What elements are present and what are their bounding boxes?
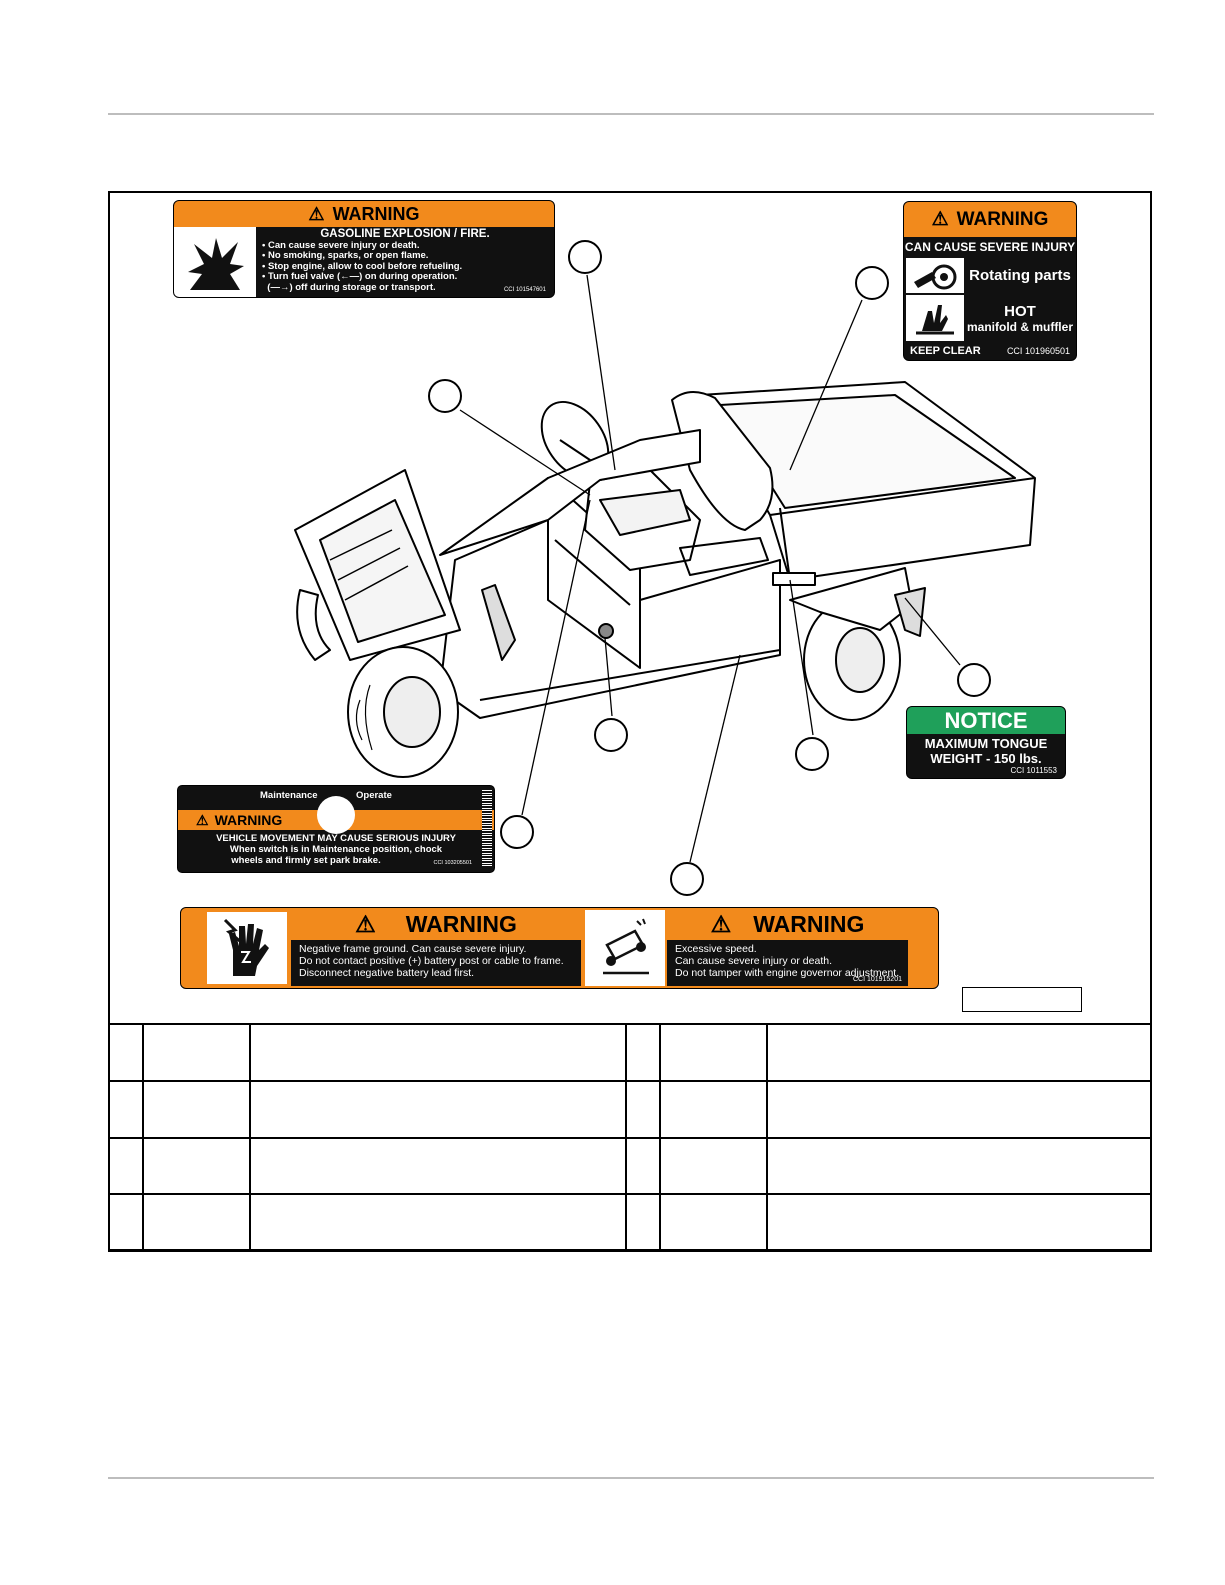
table-cell <box>659 1136 768 1196</box>
callout-circle <box>855 266 889 300</box>
figure-number-box <box>962 987 1082 1012</box>
decal-code: CCI 103205501 <box>433 860 472 866</box>
electric-shock-hand-icon <box>207 912 287 984</box>
rotating-parts-icon <box>906 258 964 293</box>
table-cell <box>249 1079 627 1139</box>
warning-triangle-icon: ⚠ <box>931 209 949 230</box>
header-rule <box>108 113 1154 115</box>
fuel-warning-line: (—→) off during storage or transport. <box>262 281 436 293</box>
tongue-weight-notice-decal: NOTICE MAXIMUM TONGUE WEIGHT - 150 lbs. … <box>906 706 1066 779</box>
callout-circle <box>795 737 829 771</box>
fuel-warning-line: • No smoking, sparks, or open flame. <box>262 250 429 261</box>
maintenance-warning-line: wheels and firmly set park brake. <box>231 855 381 866</box>
fuel-warning-line: • Turn fuel valve (←—) on during operati… <box>262 271 458 282</box>
table-cell <box>142 1136 251 1196</box>
barcode-icon <box>482 790 492 868</box>
decal-code: CCI 1011553 <box>1010 766 1057 775</box>
notice-line: MAXIMUM TONGUE <box>924 736 1048 751</box>
table-cell <box>108 1193 144 1252</box>
warning-header-text: WARNING <box>753 910 865 937</box>
decal-subheader: CAN CAUSE SEVERE INJURY <box>904 240 1076 254</box>
keep-clear-text: KEEP CLEAR <box>910 345 981 357</box>
table-cell <box>659 1079 768 1139</box>
table-cell <box>659 1193 768 1252</box>
warning-header: ⚠ WARNING <box>174 201 554 227</box>
manifold-muffler-text: manifold & muffler <box>966 319 1073 334</box>
table-row <box>108 1193 1152 1252</box>
maintenance-warning-line: When switch is in Maintenance position, … <box>229 844 443 855</box>
table-cell <box>108 1023 144 1082</box>
warning-header: ⚠ WARNING <box>904 202 1076 237</box>
table-cell <box>142 1079 251 1139</box>
warning-header-text: WARNING <box>405 910 517 937</box>
warning-triangle-icon: ⚠ <box>196 811 209 828</box>
table-row <box>108 1023 1152 1082</box>
speed-warning-line: Do not tamper with engine governor adjus… <box>675 967 900 979</box>
fuel-warning-line: • Stop engine, allow to cool before refu… <box>262 260 463 272</box>
decal-code: CCI 101915201 <box>852 976 902 983</box>
notice-header: NOTICE <box>907 707 1065 734</box>
fuel-warning-decal: ⚠ WARNING GASOLINE EXPLOSION / FIRE. • C… <box>173 200 555 298</box>
rotating-parts-text: Rotating parts <box>969 267 1071 284</box>
table-cell <box>766 1136 1152 1196</box>
callout-circle <box>594 718 628 752</box>
warning-header: ⚠ WARNING <box>667 908 908 940</box>
hot-text: HOT <box>1004 302 1036 320</box>
callout-circle <box>500 815 534 849</box>
callout-circle <box>428 379 462 413</box>
table-cell <box>766 1193 1152 1252</box>
maintenance-position-label: Maintenance <box>260 790 318 801</box>
table-cell <box>625 1079 661 1139</box>
battery-warning-line: Disconnect negative battery lead first. <box>299 967 475 979</box>
warning-header-text: WARNING <box>332 203 420 224</box>
decal-reference-table <box>108 1023 1152 1252</box>
battery-warning-line: Negative frame ground. Can cause severe … <box>299 943 527 955</box>
table-row <box>108 1136 1152 1196</box>
callout-circle <box>670 862 704 896</box>
speed-warning-line: Can cause severe injury or death. <box>675 955 833 967</box>
notice-line: WEIGHT - 150 lbs. <box>930 751 1042 766</box>
table-row <box>108 1079 1152 1139</box>
maintenance-switch-warning-decal: Maintenance Operate ⚠ WARNING VEHICLE MO… <box>177 785 495 873</box>
table-cell <box>625 1023 661 1082</box>
battery-speed-warning-decal: ⚠ WARNING Negative frame ground. Can cau… <box>180 907 939 989</box>
maintenance-warning-title: VEHICLE MOVEMENT MAY CAUSE SERIOUS INJUR… <box>216 833 456 844</box>
table-cell <box>249 1136 627 1196</box>
table-cell <box>625 1193 661 1252</box>
decal-code: CCI 101960501 <box>1006 346 1070 356</box>
table-cell <box>766 1079 1152 1139</box>
rotating-parts-warning-decal: ⚠ WARNING CAN CAUSE SEVERE INJURY Rotati… <box>903 201 1077 361</box>
warning-triangle-icon: ⚠ <box>308 203 325 224</box>
table-cell <box>108 1136 144 1196</box>
callout-circle <box>957 663 991 697</box>
warning-header-text: WARNING <box>214 812 283 828</box>
warning-triangle-icon: ⚠ <box>710 910 732 937</box>
table-cell <box>142 1193 251 1252</box>
key-switch-icon <box>317 796 355 834</box>
warning-header-text: WARNING <box>956 208 1049 230</box>
speed-warning-line: Excessive speed. <box>675 943 757 955</box>
rollover-icon <box>585 910 665 986</box>
table-cell <box>108 1079 144 1139</box>
table-cell <box>249 1023 627 1082</box>
table-cell <box>659 1023 768 1082</box>
table-cell <box>625 1136 661 1196</box>
battery-warning-line: Do not contact positive (+) battery post… <box>299 955 564 967</box>
table-cell <box>249 1193 627 1252</box>
footer-rule <box>108 1477 1154 1479</box>
warning-triangle-icon: ⚠ <box>355 910 376 937</box>
operate-position-label: Operate <box>356 790 392 801</box>
warning-header: ⚠ WARNING <box>291 908 581 940</box>
explosion-icon <box>174 227 256 297</box>
callout-circle <box>568 240 602 274</box>
fuel-warning-line: • Can cause severe injury or death. <box>262 239 420 251</box>
table-cell <box>142 1023 251 1082</box>
hot-surface-icon <box>906 295 964 341</box>
decal-code: CCI 101547601 <box>503 286 546 293</box>
fuel-warning-title: GASOLINE EXPLOSION / FIRE. <box>320 228 490 240</box>
table-cell <box>766 1023 1152 1082</box>
